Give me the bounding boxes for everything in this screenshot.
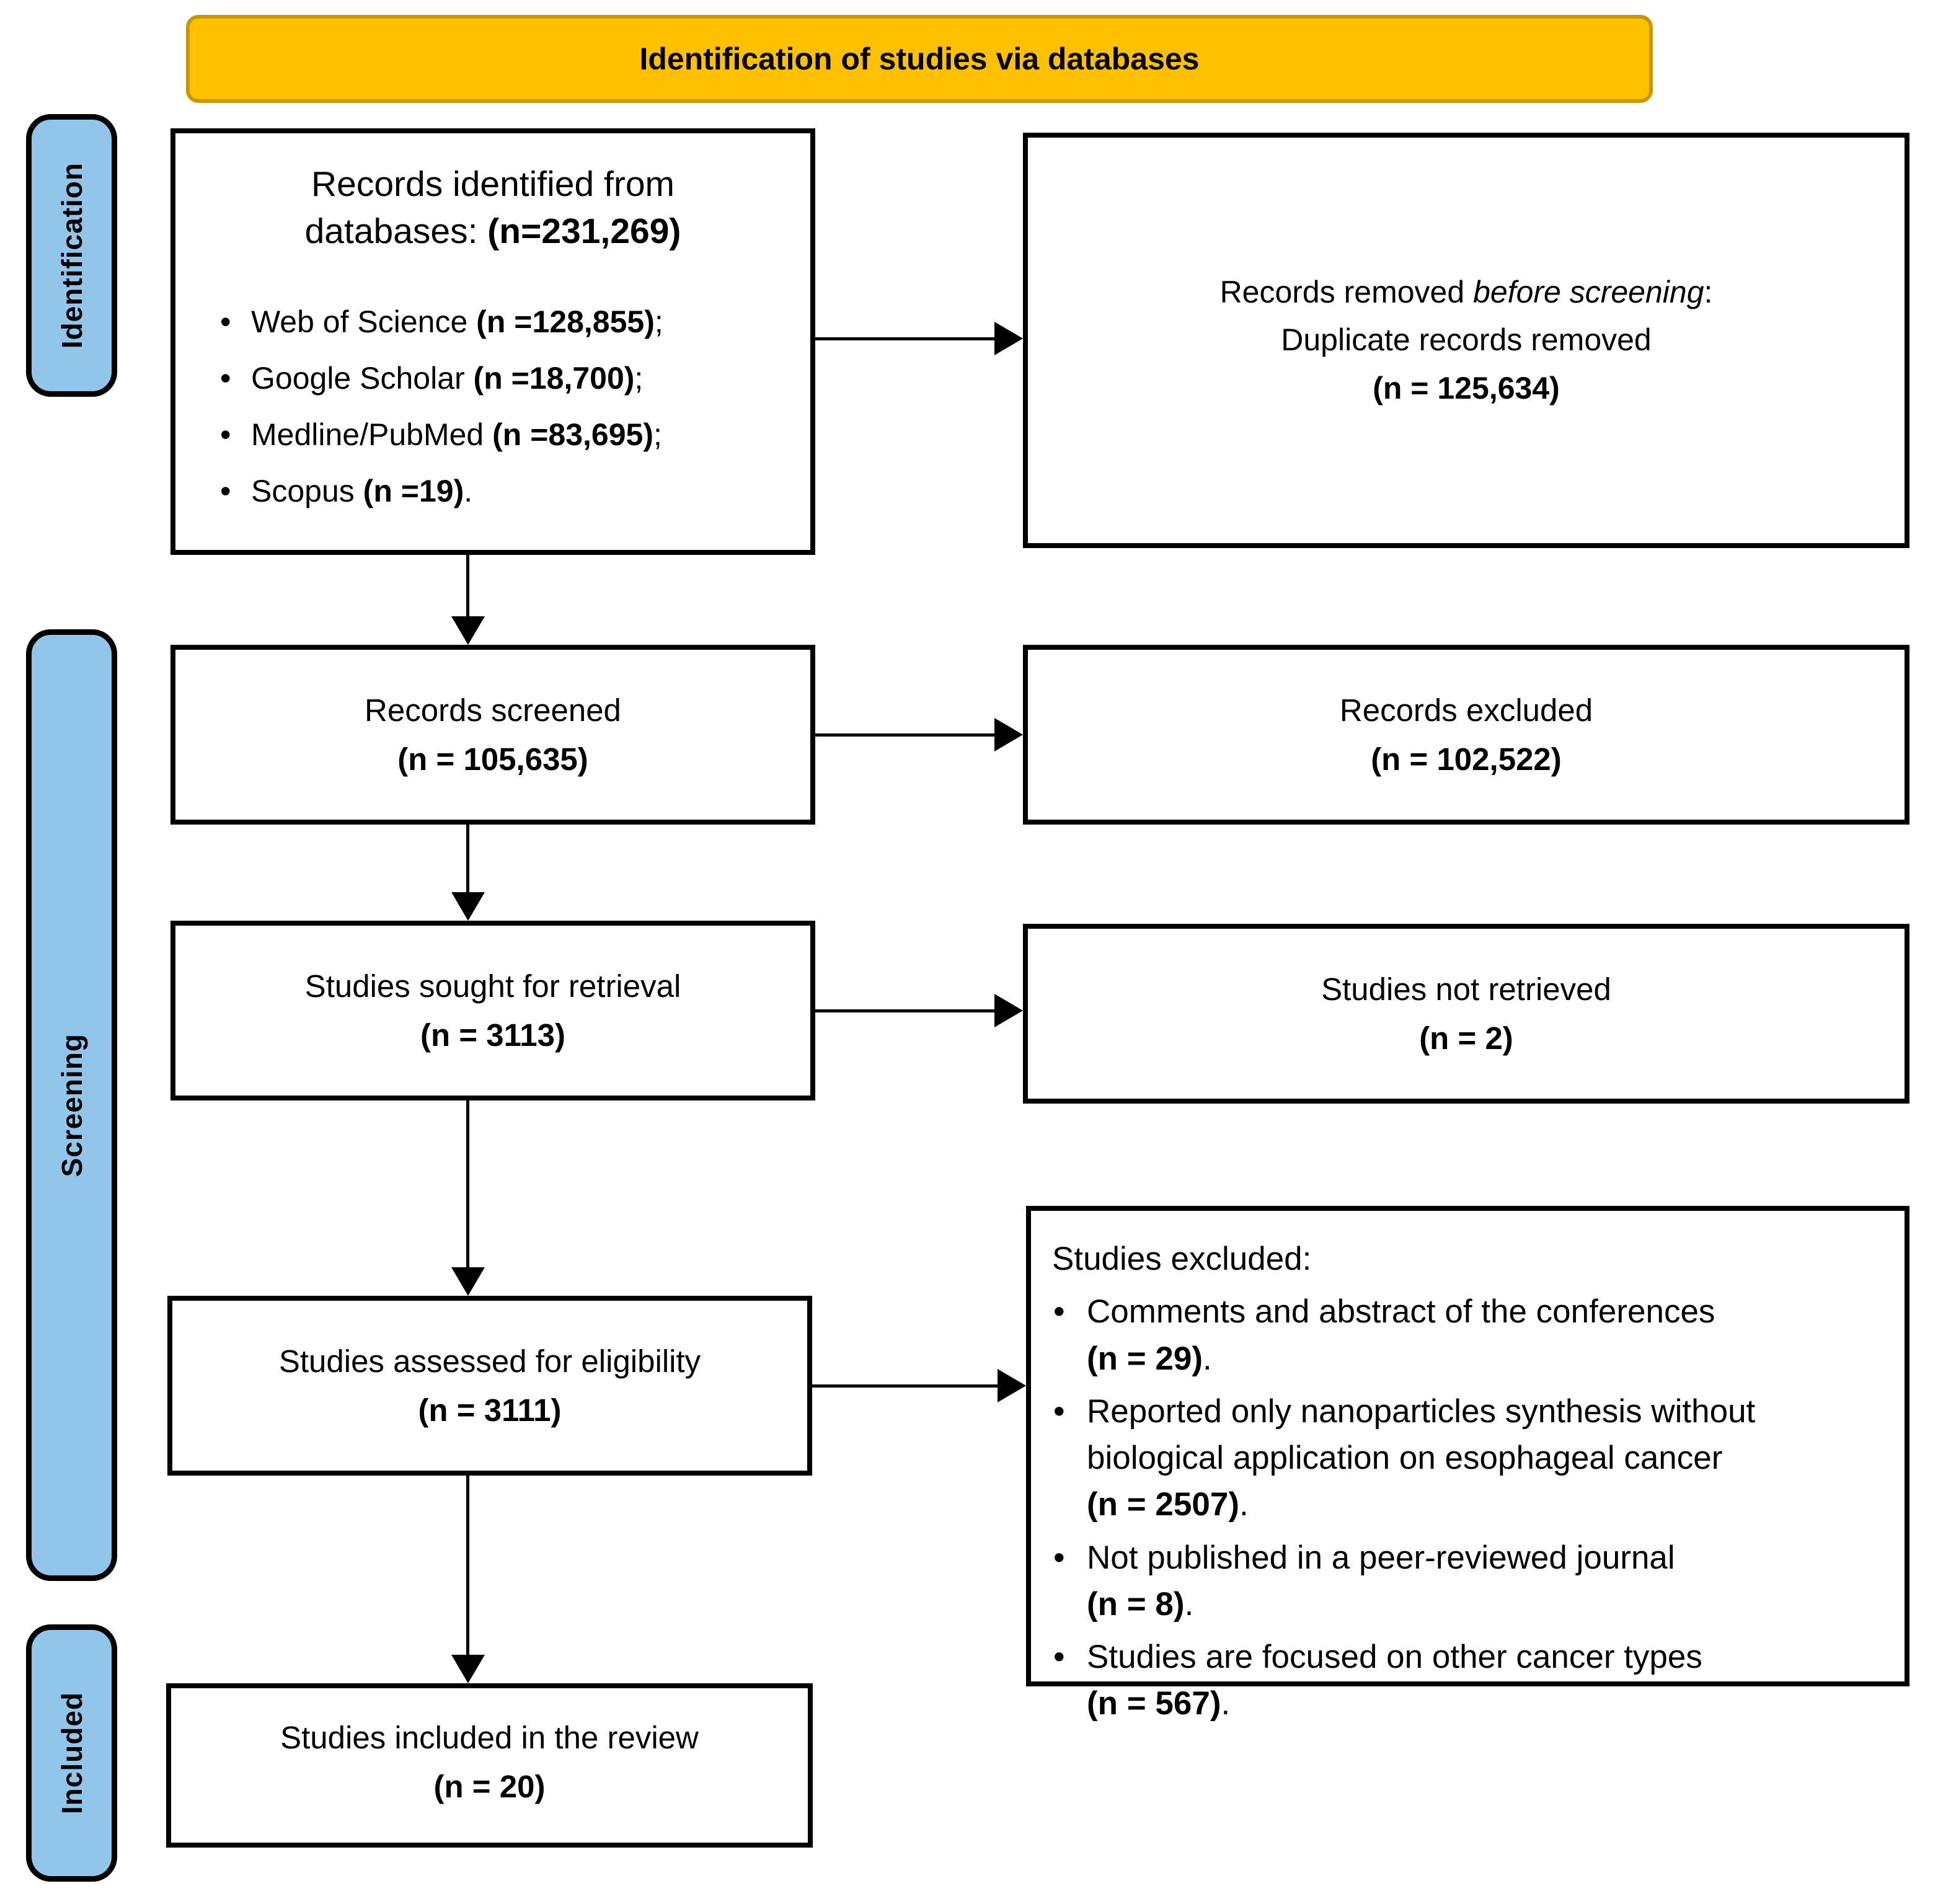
node-text: Records screened(n = 105,635): [365, 692, 621, 777]
node-records-screened: Records screened(n = 105,635): [170, 645, 815, 825]
node-text: Studies assessed for eligibility(n = 311…: [278, 1343, 701, 1428]
arrow-shaft: [466, 1476, 469, 1656]
stage-tab-label: Identification: [55, 162, 88, 349]
arrow-head-icon: [451, 1655, 485, 1683]
node-studies-excluded: Studies excluded: Comments and abstract …: [1026, 1206, 1909, 1722]
list-item: Web of Science (n =128,855);: [220, 294, 798, 350]
stage-tab-label: Screening: [55, 1033, 88, 1177]
exclusion-reason-list: Comments and abstract of the conferences…: [1052, 1288, 1888, 1727]
arrow-shaft: [466, 825, 469, 893]
arrow-shaft: [815, 733, 996, 737]
stage-tab-included: Included: [26, 1624, 117, 1882]
arrow-shaft: [815, 1009, 996, 1012]
node-title: Studies excluded:: [1052, 1241, 1312, 1277]
arrow-head-icon: [994, 718, 1023, 751]
node-studies-included-in-review: Studies included in the review(n = 20): [166, 1683, 813, 1848]
node-records-removed-before-screening: Records removed before screening:Duplica…: [1023, 133, 1909, 548]
node-records-excluded: Records excluded(n = 102,522): [1023, 645, 1909, 825]
arrow-head-icon: [451, 892, 485, 921]
arrow-head-icon: [451, 1267, 485, 1296]
arrow-shaft: [815, 337, 996, 340]
stage-tab-identification: Identification: [26, 114, 117, 397]
arrow-head-icon: [998, 1369, 1026, 1402]
stage-tab-label: Included: [55, 1691, 88, 1815]
node-studies-sought-for-retrieval: Studies sought for retrieval(n = 3113): [170, 921, 815, 1100]
node-text: Records excluded(n = 102,522): [1339, 692, 1593, 777]
node-text: Studies included in the review(n = 20): [280, 1720, 699, 1805]
list-item: Studies are focused on other cancer type…: [1052, 1634, 1888, 1727]
node-text: Studies sought for retrieval(n = 3113): [304, 968, 681, 1053]
database-list: Web of Science (n =128,855); Google Scho…: [175, 294, 810, 520]
list-item: Comments and abstract of the conferences…: [1052, 1288, 1888, 1382]
arrow-shaft: [466, 555, 469, 618]
node-text: Studies not retrieved(n = 2): [1321, 971, 1611, 1056]
arrow-shaft: [812, 1384, 999, 1388]
list-item: Not published in a peer-reviewed journal…: [1052, 1534, 1888, 1628]
arrow-head-icon: [451, 616, 485, 645]
arrow-head-icon: [994, 322, 1023, 355]
arrow-shaft: [466, 1100, 469, 1269]
node-studies-assessed-for-eligibility: Studies assessed for eligibility(n = 311…: [167, 1296, 812, 1476]
banner-identification-via-databases: Identification of studies via databases: [186, 15, 1653, 103]
list-item: Reported only nanoparticles synthesis wi…: [1052, 1388, 1888, 1528]
node-studies-not-retrieved: Studies not retrieved(n = 2): [1023, 924, 1909, 1104]
node-text: Records removed before screening:Duplica…: [1219, 274, 1713, 405]
list-item: Scopus (n =19).: [220, 463, 798, 520]
list-item: Medline/PubMed (n =83,695);: [220, 407, 798, 463]
banner-label: Identification of studies via databases: [639, 42, 1200, 76]
list-item: Google Scholar (n =18,700);: [220, 350, 798, 407]
arrow-head-icon: [994, 994, 1023, 1027]
stage-tab-screening: Screening: [26, 629, 117, 1581]
